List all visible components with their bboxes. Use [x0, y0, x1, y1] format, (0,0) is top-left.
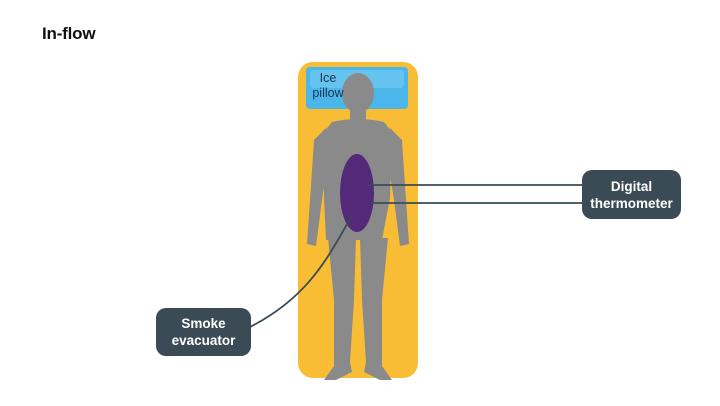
digital-thermometer-callout: Digital thermometer	[582, 170, 681, 219]
smoke-evacuator-callout: Smoke evacuator	[156, 308, 251, 356]
thermometer-label-line2: thermometer	[590, 195, 673, 211]
smoke-label-line1: Smoke	[181, 316, 226, 331]
ice-pillow-label: Ice pillow	[312, 71, 344, 100]
page-title: In-flow	[42, 24, 96, 43]
smoke-label-line2: evacuator	[171, 333, 236, 348]
smoke-evacuator-tube	[247, 215, 353, 329]
thermometer-label-line1: Digital	[610, 178, 653, 194]
organ-highlight	[340, 154, 374, 232]
